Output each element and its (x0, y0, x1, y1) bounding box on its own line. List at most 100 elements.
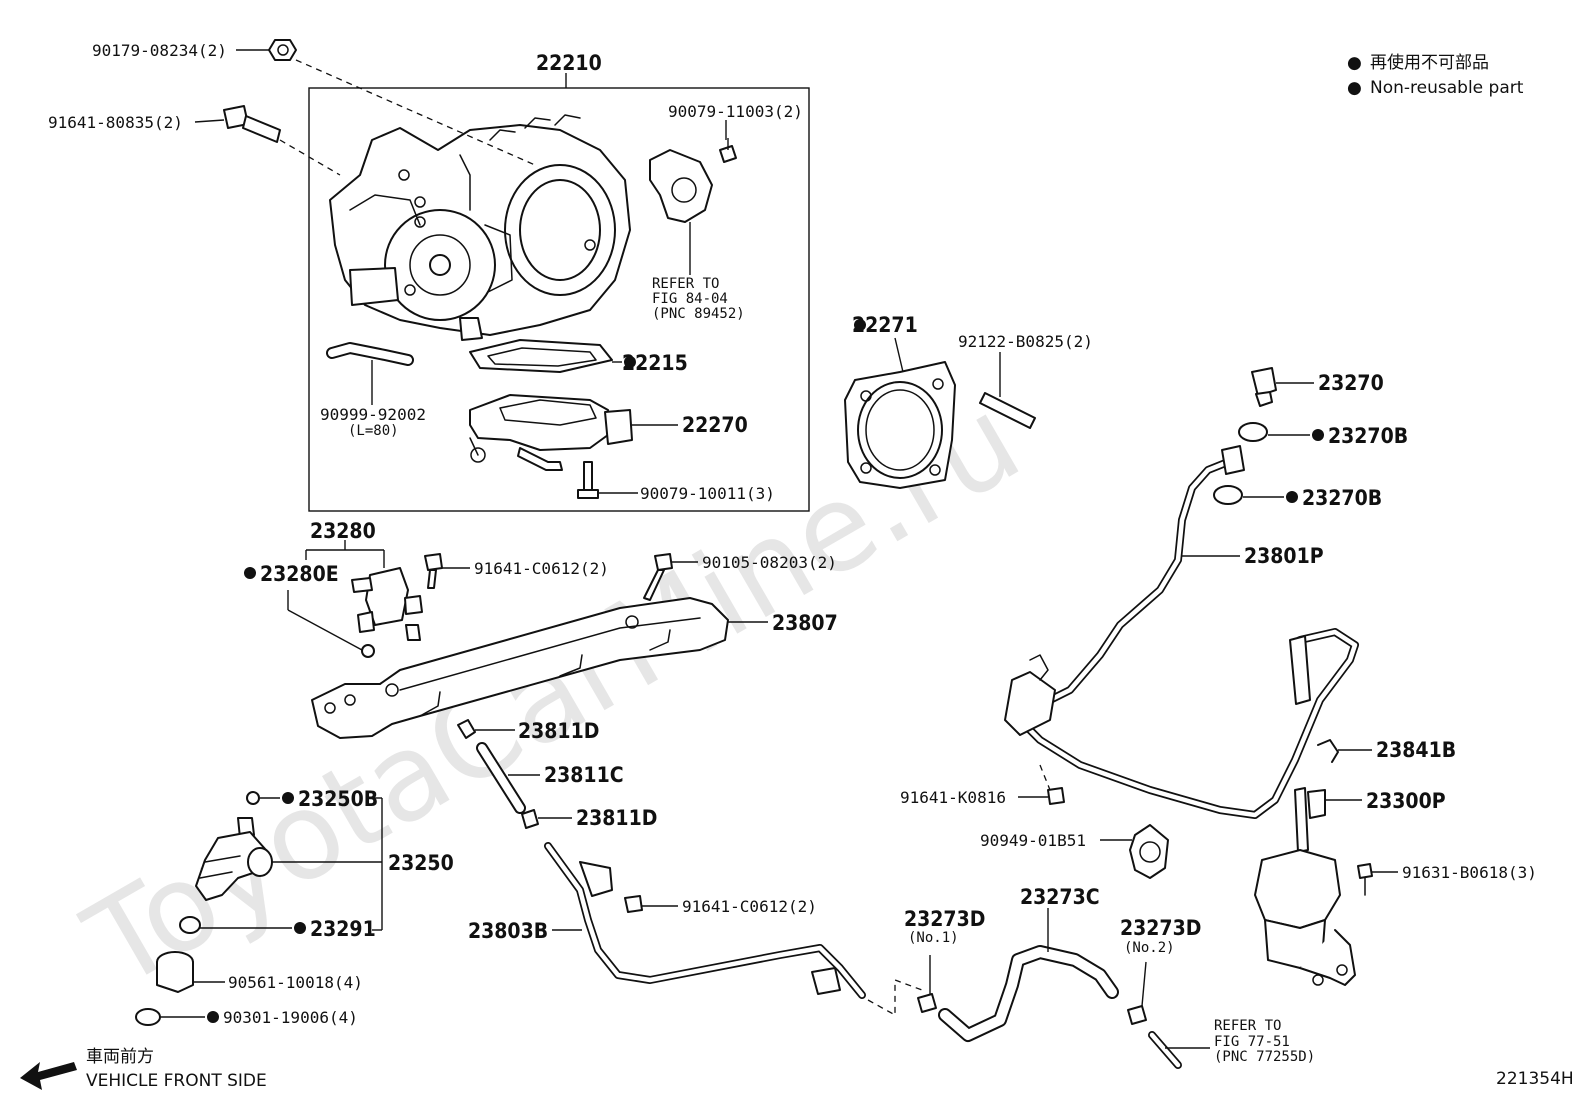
label-23280: 23280 (310, 519, 376, 543)
label-22270: 22270 (682, 413, 748, 437)
ref-fig84-line2: FIG 84-04 (652, 291, 728, 307)
legend-text-en: Non-reusable part (1370, 78, 1524, 98)
legend-bullet-en: ● (1347, 78, 1362, 98)
label-23270b-2: 23270B (1302, 486, 1382, 510)
clamp-23273d-no2 (1127, 1005, 1147, 1025)
bolt-91641-c0612-lower (624, 895, 643, 913)
clamp-23811d-lower (521, 809, 539, 829)
gasket-22271 (844, 361, 956, 489)
label-91641-c0612-a: 91641-C0612(2) (474, 559, 609, 578)
fuel-pipe-23803b (544, 842, 866, 999)
clamp-90949-01b51 (1129, 824, 1169, 879)
throttle-position-sensor (649, 138, 737, 223)
label-23807: 23807 (772, 611, 838, 635)
label-23273d-2-sub: (No.2) (1124, 940, 1175, 956)
label-23273d-1-sub: (No.1) (908, 930, 959, 946)
throttle-body-drawing (329, 114, 631, 341)
ref-fig84-line1: REFER TO (652, 276, 719, 292)
non-reusable-mark-23270b-1 (1312, 429, 1324, 441)
label-23250b: 23250B (298, 787, 378, 811)
label-23273d-2: 23273D (1120, 916, 1201, 940)
label-90561-10018: 90561-10018(4) (228, 973, 363, 992)
ref-fig77-line2: FIG 77-51 (1214, 1034, 1290, 1050)
fuel-hose-23801p (1004, 445, 1359, 819)
legend-text-jp: 再使用不可部品 (1370, 52, 1489, 73)
label-90949-01b51: 90949-01B51 (980, 831, 1086, 850)
non-reusable-mark-23250b (282, 792, 294, 804)
label-90179-08234: 90179-08234(2) (92, 41, 227, 60)
label-23291: 23291 (310, 917, 376, 941)
label-90999-len: (L=80) (348, 423, 399, 439)
isc-valve-22270 (469, 394, 633, 471)
stud-92122-b0825 (979, 392, 1036, 429)
label-23801p: 23801P (1244, 544, 1324, 568)
ref-fig77-line1: REFER TO (1214, 1018, 1281, 1034)
label-22210: 22210 (536, 51, 602, 75)
vehicle-front-arrow (20, 1062, 77, 1090)
label-23803b: 23803B (468, 919, 548, 943)
bolt-91641-k0816 (1039, 764, 1065, 805)
label-23300p: 23300P (1366, 789, 1446, 813)
insulator-23291 (179, 916, 201, 934)
front-side-en: VEHICLE FRONT SIDE (86, 1071, 267, 1091)
label-23273c: 23273C (1020, 885, 1100, 909)
nut-90179-08234 (268, 39, 297, 61)
dash-connection-lower (867, 979, 923, 1017)
gasket-23270b-lower (1213, 485, 1243, 505)
non-reusable-mark-90301-19006 (207, 1011, 219, 1023)
throttle-body-assembly-frame (308, 87, 810, 512)
label-23270b-1: 23270B (1328, 424, 1408, 448)
bolt-90105-08203 (643, 553, 673, 601)
gasket-22215 (469, 339, 613, 373)
screw-90079-10011 (577, 461, 599, 499)
label-90079-10011: 90079-10011(3) (640, 484, 775, 503)
label-91641-k0816: 91641-K0816 (900, 788, 1006, 807)
hose-23273c (938, 945, 1119, 1042)
label-23811d-b: 23811D (576, 806, 657, 830)
gasket-23270b-upper (1238, 422, 1268, 442)
non-reusable-mark-22215 (624, 356, 636, 368)
pipe-ref-fig77 (1148, 1031, 1182, 1069)
non-reusable-mark-22271 (854, 319, 866, 331)
label-91641-c0612-b: 91641-C0612(2) (682, 897, 817, 916)
label-23811d-a: 23811D (518, 719, 599, 743)
non-reusable-mark-23280e (244, 567, 256, 579)
dash-91641-80835 (279, 139, 341, 176)
legend: ● 再使用不可部品 ● Non-reusable part (1347, 52, 1524, 98)
hose-90999-92002 (326, 342, 414, 366)
label-92122-b0825: 92122-B0825(2) (958, 332, 1093, 351)
leader-23273d-2 (1141, 961, 1147, 1007)
leader-23280e (287, 609, 363, 651)
label-90301-19006: 90301-19006(4) (223, 1008, 358, 1027)
label-23280e: 23280E (260, 562, 339, 586)
front-side-jp: 車両前方 (86, 1047, 154, 1067)
label-23811c: 23811C (544, 763, 624, 787)
bolt-91641-80835 (223, 105, 281, 143)
ref-fig77-line3: (PNC 77255D) (1214, 1049, 1315, 1065)
screw-91631-b0618 (1357, 863, 1373, 896)
fuel-rail-23807 (311, 597, 729, 739)
non-reusable-mark-23291 (294, 922, 306, 934)
clip-23841b (1317, 739, 1339, 763)
o-ring-90301-19006 (135, 1008, 161, 1026)
clamp-23273d-no1 (917, 993, 937, 1013)
union-bolt-23270 (1251, 367, 1277, 407)
fuel-injector-23250 (195, 817, 273, 901)
non-reusable-mark-23270b-2 (1286, 491, 1298, 503)
label-23841b: 23841B (1376, 738, 1456, 762)
grommet-90561-10018 (156, 951, 194, 993)
label-23270: 23270 (1318, 371, 1384, 395)
label-91631-b0618: 91631-B0618(3) (1402, 863, 1537, 882)
ref-fig84-line3: (PNC 89452) (652, 306, 745, 322)
label-23273d-1: 23273D (904, 907, 985, 931)
label-90105-08203: 90105-08203(2) (702, 553, 837, 572)
label-90999-92002: 90999-92002 (320, 405, 426, 424)
legend-bullet-jp: ● (1347, 53, 1362, 73)
label-91641-80835: 91641-80835(2) (48, 113, 183, 132)
o-ring-23250b (246, 791, 260, 805)
clamp-23811d-upper (457, 719, 476, 739)
label-90079-11003: 90079-11003(2) (668, 102, 803, 121)
leader-91641-80835 (194, 119, 225, 123)
